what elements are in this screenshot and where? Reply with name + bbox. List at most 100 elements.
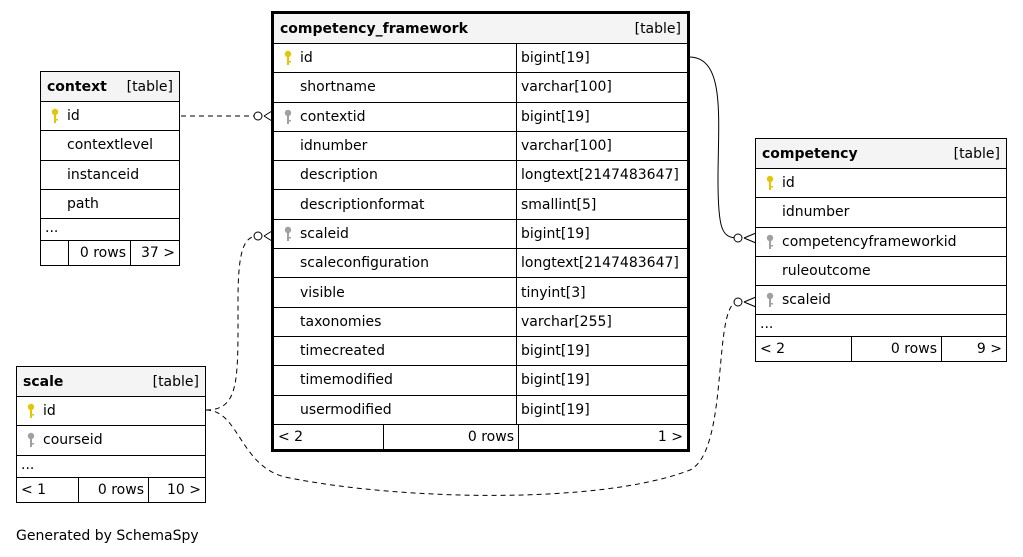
column-name: usermodified	[300, 401, 392, 418]
table-context[interactable]: context [table] id contextlevel instanceid…	[40, 71, 180, 267]
table-competency[interactable]: competency [table] id idnumber competencyf…	[755, 138, 1007, 363]
column-name: courseid	[43, 432, 103, 449]
relation-optional-marker	[253, 231, 263, 241]
primary-key-icon	[765, 175, 775, 191]
children-link[interactable]: 37 >	[141, 245, 175, 262]
column-row[interactable]: scaleid	[756, 286, 1006, 316]
column-type: bigint[19]	[516, 102, 687, 131]
more-columns: ...	[41, 219, 179, 242]
column-row[interactable]: courseid	[17, 426, 205, 456]
relation-optional-marker	[253, 111, 263, 121]
column-name: shortname	[300, 79, 376, 96]
column-type: bigint[19]	[516, 336, 687, 366]
parents-link[interactable]: < 2	[756, 337, 852, 362]
children-link[interactable]: 10 >	[167, 481, 201, 498]
children-link[interactable]: 9 >	[976, 341, 1002, 358]
column-name: id	[67, 108, 80, 125]
column-row[interactable]: contextid bigint[19]	[274, 102, 687, 132]
column-row[interactable]: id	[41, 102, 179, 132]
column-name: path	[67, 196, 99, 213]
children-link[interactable]: 1 >	[657, 428, 683, 445]
primary-key-icon	[26, 403, 36, 419]
column-row[interactable]: id	[17, 397, 205, 427]
column-name: scaleid	[300, 225, 349, 242]
column-row[interactable]: idnumber	[756, 198, 1006, 228]
more-columns: ...	[17, 456, 205, 478]
table-kind: [table]	[152, 373, 199, 390]
column-name: id	[43, 403, 56, 420]
table-footer: < 2 0 rows 9 >	[756, 337, 1006, 362]
column-name: scaleid	[782, 292, 831, 309]
column-row[interactable]: timemodified bigint[19]	[274, 366, 687, 396]
table-name: competency	[762, 145, 858, 162]
column-row[interactable]: id bigint[19]	[274, 44, 687, 74]
column-row[interactable]: instanceid	[41, 161, 179, 190]
column-name: ruleoutcome	[782, 263, 871, 280]
column-row[interactable]: visible tinyint[3]	[274, 278, 687, 308]
table-footer: < 2 0 rows 1 >	[274, 424, 687, 449]
column-name: timemodified	[300, 372, 393, 389]
parents-link[interactable]	[41, 241, 69, 266]
column-row[interactable]: path	[41, 190, 179, 220]
row-count: 0 rows	[69, 241, 131, 266]
parents-link[interactable]: < 2	[274, 424, 384, 449]
foreign-key-icon	[765, 234, 775, 250]
column-name: idnumber	[782, 204, 850, 221]
row-count: 0 rows	[852, 337, 942, 362]
column-row[interactable]: usermodified bigint[19]	[274, 395, 687, 425]
column-row[interactable]: competencyframeworkid	[756, 228, 1006, 257]
relation-crowfoot	[743, 232, 757, 244]
relation-crowfoot	[263, 230, 273, 242]
column-type: tinyint[3]	[516, 278, 687, 307]
column-row[interactable]: id	[756, 169, 1006, 199]
column-name: idnumber	[300, 138, 368, 155]
table-competency-framework[interactable]: competency_framework [table] id bigint[19…	[271, 11, 690, 452]
column-type: smallint[5]	[516, 190, 687, 219]
column-row[interactable]: scaleconfiguration longtext[2147483647]	[274, 249, 687, 279]
table-footer: < 1 0 rows 10 >	[17, 477, 205, 502]
table-header: competency_framework [table]	[274, 14, 687, 44]
foreign-key-icon	[26, 432, 36, 448]
column-name: description	[300, 167, 378, 184]
relation-optional-marker	[733, 297, 743, 307]
parents-link[interactable]: < 1	[17, 477, 79, 502]
relation-framework-competency	[688, 56, 739, 239]
column-type: varchar[100]	[516, 73, 687, 102]
column-list: id idnumber competencyframeworkid ruleoutco…	[756, 169, 1006, 316]
primary-key-icon	[283, 50, 293, 66]
column-name: contextlevel	[67, 137, 154, 154]
column-name: scaleconfiguration	[300, 255, 429, 272]
column-name: visible	[300, 284, 345, 301]
column-name: instanceid	[67, 166, 140, 183]
table-name: scale	[23, 373, 64, 390]
table-name: context	[47, 78, 107, 95]
column-name: id	[782, 175, 795, 192]
column-row[interactable]: contextlevel	[41, 131, 179, 161]
column-row[interactable]: descriptionformat smallint[5]	[274, 190, 687, 220]
column-list: id courseid	[17, 397, 205, 456]
column-name: descriptionformat	[300, 196, 425, 213]
column-type: bigint[19]	[516, 366, 687, 395]
generator-credit: Generated by SchemaSpy	[16, 528, 199, 544]
column-name: contextid	[300, 108, 366, 125]
more-columns: ...	[756, 315, 1006, 338]
column-type: longtext[2147483647]	[516, 249, 687, 278]
table-header: context [table]	[41, 72, 179, 102]
column-name: competencyframeworkid	[782, 233, 957, 250]
column-type: varchar[255]	[516, 307, 687, 336]
table-kind: [table]	[126, 78, 173, 95]
column-type: bigint[19]	[516, 395, 687, 424]
table-header: competency [table]	[756, 139, 1006, 169]
column-row[interactable]: ruleoutcome	[756, 257, 1006, 287]
column-row[interactable]: shortname varchar[100]	[274, 73, 687, 103]
foreign-key-icon	[283, 226, 293, 242]
column-name: id	[300, 50, 313, 67]
table-scale[interactable]: scale [table] id courseid ... < 1 0 rows …	[16, 366, 206, 503]
column-type: bigint[19]	[516, 44, 687, 73]
